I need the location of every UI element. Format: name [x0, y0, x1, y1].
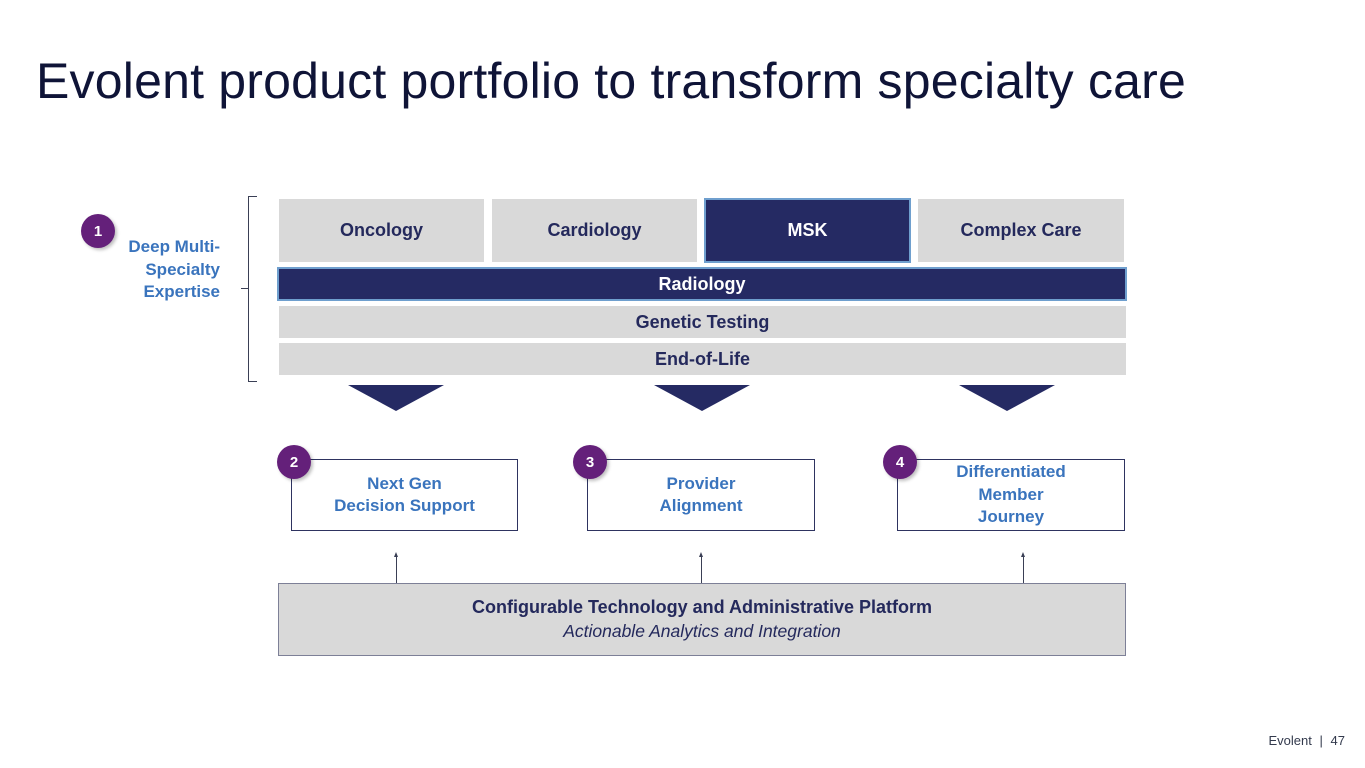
- slide-footer: Evolent | 47: [1269, 733, 1345, 748]
- pillar-line: Journey: [977, 507, 1045, 527]
- specialty-msk: MSK: [704, 198, 911, 263]
- pillar-member-journey: Differentiated Member Journey: [897, 459, 1125, 531]
- step-badge-3: 3: [573, 445, 607, 479]
- up-arrow-icon: [394, 552, 398, 557]
- pillar-line: Differentiated: [956, 462, 1066, 482]
- down-arrow-icon: [348, 385, 444, 411]
- specialty-cardiology: Cardiology: [492, 199, 697, 262]
- slide-title: Evolent product portfolio to transform s…: [36, 53, 1187, 109]
- pillar-line: Alignment: [659, 496, 743, 515]
- down-arrow-icon: [959, 385, 1055, 411]
- band-radiology: Radiology: [277, 267, 1127, 301]
- band-genetic-testing: Genetic Testing: [279, 306, 1126, 338]
- band-end-of-life: End-of-Life: [279, 343, 1126, 375]
- pillar-decision-support: Next Gen Decision Support: [291, 459, 518, 531]
- up-arrow-icon: [1020, 552, 1025, 557]
- specialty-oncology: Oncology: [279, 199, 484, 262]
- pillar-line: Next Gen: [367, 473, 442, 493]
- up-arrow-icon: [698, 552, 703, 557]
- page-number: 47: [1330, 733, 1345, 748]
- pillar-line: Member: [978, 484, 1044, 504]
- grouping-bracket: [248, 196, 257, 382]
- expertise-label-line: Expertise: [143, 282, 220, 301]
- pillar-line: Provider: [666, 473, 736, 493]
- pillar-provider-alignment: Provider Alignment: [587, 459, 815, 531]
- connector-line: [1022, 556, 1024, 583]
- platform-box: Configurable Technology and Administrati…: [278, 583, 1126, 656]
- pillar-line: Decision Support: [334, 496, 475, 515]
- bracket-tick: [241, 288, 248, 289]
- platform-subtitle: Actionable Analytics and Integration: [563, 621, 841, 641]
- footer-separator: |: [1319, 733, 1323, 748]
- connector-line: [396, 556, 397, 583]
- down-arrow-icon: [654, 385, 750, 411]
- step-badge-4: 4: [883, 445, 917, 479]
- connector-line: [700, 556, 702, 583]
- platform-title: Configurable Technology and Administrati…: [471, 597, 933, 617]
- footer-brand: Evolent: [1268, 733, 1312, 748]
- step-badge-2: 2: [277, 445, 311, 479]
- expertise-label: Deep Multi- Specialty Expertise: [100, 236, 220, 304]
- specialty-complex-care: Complex Care: [918, 199, 1124, 262]
- expertise-label-line: Specialty: [145, 259, 220, 279]
- expertise-label-line: Deep Multi-: [128, 237, 220, 256]
- step-badge-1: 1: [81, 214, 115, 248]
